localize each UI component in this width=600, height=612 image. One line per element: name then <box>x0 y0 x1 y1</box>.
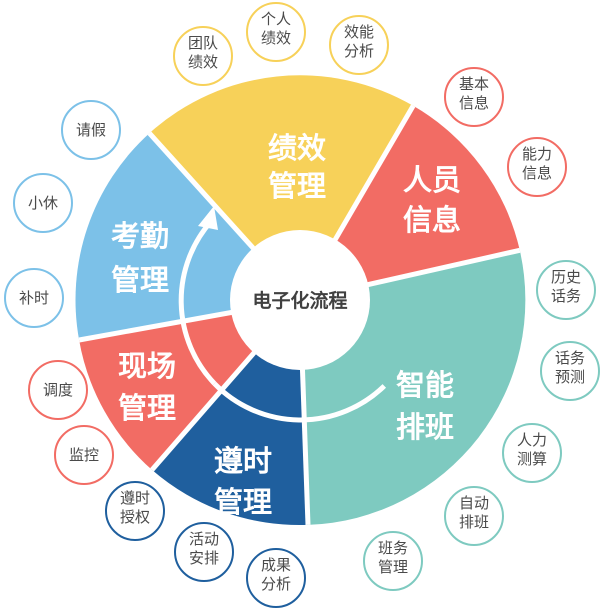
segment-label-compliance-1: 遵时 <box>214 444 272 478</box>
bubble-circle <box>13 173 73 233</box>
bubble-label: 团队 <box>188 34 218 52</box>
segment-label-onsite-2: 管理 <box>118 391 176 425</box>
bubble-label: 个人 <box>261 10 291 28</box>
bubble-label: 成果 <box>261 556 291 574</box>
bubble-label: 话务 <box>551 287 581 305</box>
bubble-label: 自动 <box>459 494 489 512</box>
segment-label-attendance-1: 考勤 <box>111 219 169 253</box>
bubble-attendance-2: 请假 <box>61 100 121 160</box>
bubble-circle <box>444 67 504 127</box>
bubble-circle <box>4 268 64 328</box>
bubble-label: 管理 <box>378 558 408 576</box>
segment-label-scheduling-1: 智能 <box>396 368 454 402</box>
bubble-label: 话务 <box>555 349 585 367</box>
segment-label-attendance-2: 管理 <box>111 263 169 297</box>
bubble-label: 预测 <box>555 368 585 386</box>
bubble-label: 效能 <box>344 23 374 41</box>
segment-label-performance-2: 管理 <box>268 169 326 203</box>
bubble-onsite-1: 监控 <box>54 425 114 485</box>
bubble-circle <box>329 15 389 75</box>
bubble-label: 能力 <box>522 145 552 163</box>
bubble-label: 人力 <box>517 431 547 449</box>
bubble-circle <box>173 26 233 86</box>
bubble-label: 请假 <box>76 121 106 139</box>
bubble-circle <box>502 423 562 483</box>
bubble-circle <box>28 360 88 420</box>
bubble-label: 遵时 <box>120 489 150 507</box>
bubble-label: 历史 <box>551 268 581 286</box>
segment-label-compliance-2: 管理 <box>214 485 272 519</box>
bubble-attendance-0: 补时 <box>4 268 64 328</box>
bubble-circle <box>363 531 423 591</box>
segment-performance <box>149 75 414 300</box>
bubble-circle <box>105 481 165 541</box>
bubble-label: 绩效 <box>188 53 218 71</box>
bubble-label: 活动 <box>189 530 219 548</box>
bubble-label: 信息 <box>459 94 489 112</box>
bubble-label: 授权 <box>120 508 150 526</box>
segment-label-onsite-1: 现场 <box>118 349 176 383</box>
bubble-circle <box>536 260 596 320</box>
segment-label-performance-1: 绩效 <box>268 131 326 165</box>
bubble-circle <box>246 548 306 608</box>
inner-arc-left <box>178 219 217 386</box>
center-circle <box>230 230 370 370</box>
bubble-label: 测算 <box>517 450 547 468</box>
bubble-label: 班务 <box>378 539 408 557</box>
inner-arc-bottom <box>212 381 387 423</box>
segment-label-scheduling-2: 排班 <box>396 410 454 444</box>
bubble-label: 基本 <box>459 75 489 93</box>
segment-label-personnel-1: 人员 <box>403 163 461 197</box>
bubble-label: 安排 <box>189 549 219 567</box>
bubble-label: 排班 <box>459 513 489 531</box>
bubble-circle <box>61 100 121 160</box>
bubble-attendance-1: 小休 <box>13 173 73 233</box>
bubble-label: 调度 <box>43 381 73 399</box>
bubble-circle <box>507 137 567 197</box>
cycle-arrow-icon <box>198 206 218 230</box>
bubble-label: 监控 <box>69 446 99 464</box>
bubble-label: 补时 <box>19 289 49 307</box>
satellite-bubbles: 补时小休请假团队绩效个人绩效效能分析基本信息能力信息历史话务话务预测人力测算自动… <box>4 2 600 608</box>
bubble-label: 分析 <box>344 42 374 60</box>
bubble-onsite-0: 调度 <box>28 360 88 420</box>
bubble-label: 小休 <box>28 194 58 212</box>
center-label: 电子化流程 <box>252 289 347 312</box>
bubble-label: 分析 <box>261 575 291 593</box>
bubble-circle <box>246 2 306 62</box>
bubble-circle <box>540 341 600 401</box>
bubble-circle <box>174 522 234 582</box>
segment-label-personnel-2: 信息 <box>403 203 461 237</box>
bubble-circle <box>444 486 504 546</box>
segment-personnel <box>300 105 520 300</box>
bubble-label: 绩效 <box>261 29 291 47</box>
bubble-circle <box>54 425 114 485</box>
bubble-label: 信息 <box>522 164 552 182</box>
